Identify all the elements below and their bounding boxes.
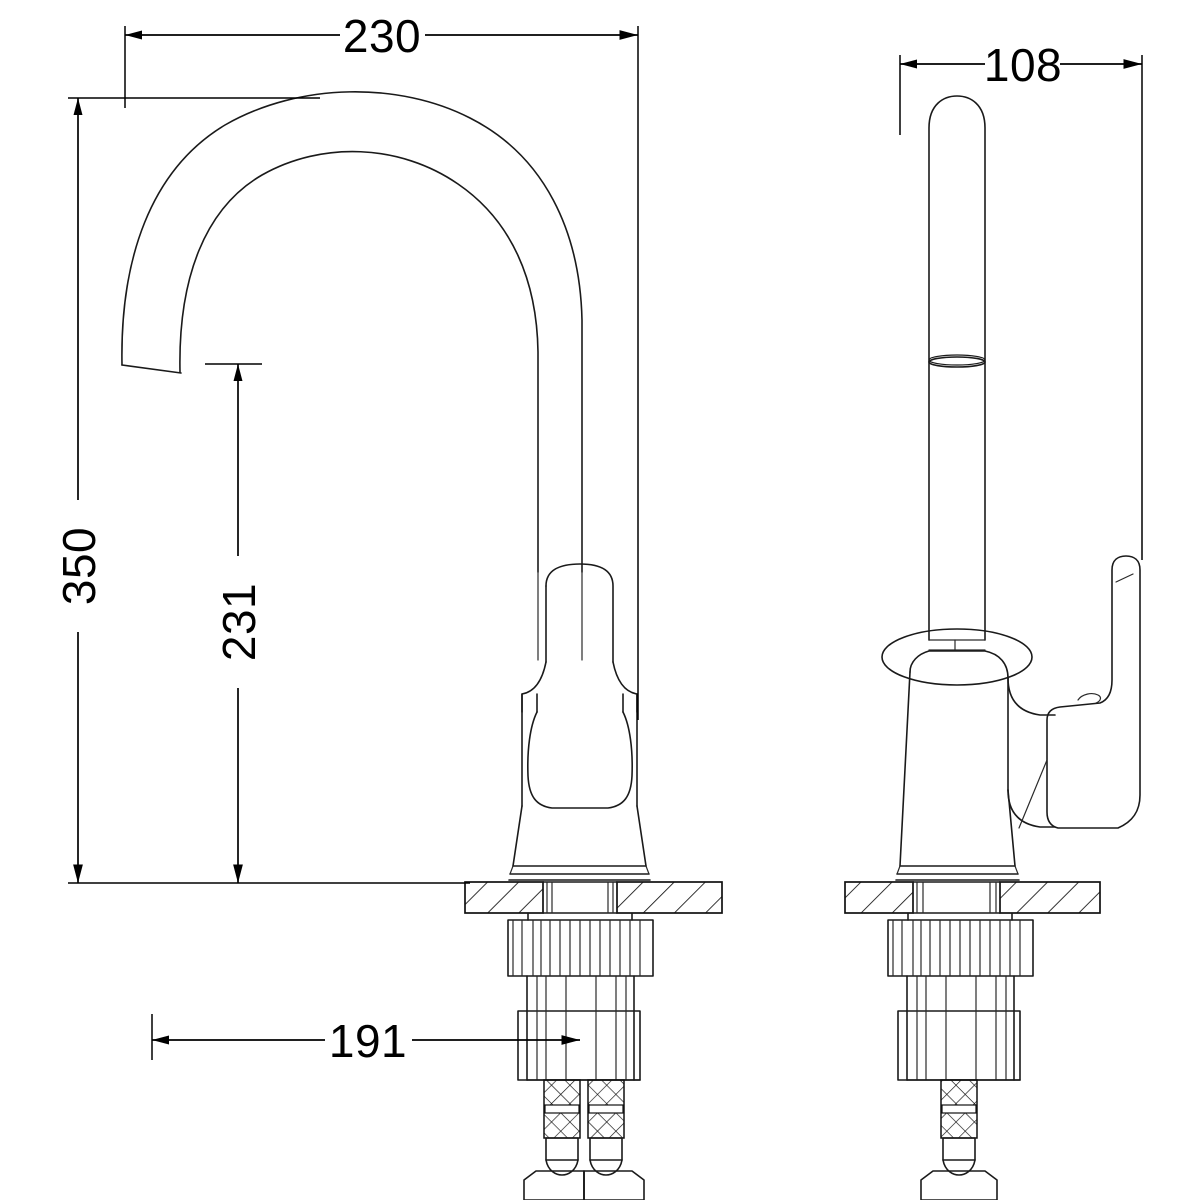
lever-handle (1018, 555, 1141, 829)
faucet-body-column (508, 563, 651, 881)
supply-hose-hex-nuts (523, 1170, 645, 1200)
gooseneck-spout-arc (121, 91, 583, 573)
dimension-annotations: 230 108 350 231 (53, 10, 1143, 1067)
dimension-label-191: 191 (329, 1015, 407, 1067)
braided-supply-hoses (543, 1079, 625, 1176)
spout-reach-dimension: 230 (124, 10, 639, 720)
dimension-label-230: 230 (343, 10, 421, 62)
overall-height-dimension: 350 (53, 97, 470, 884)
countertop-section (844, 881, 1101, 914)
knurled-mounting-nut (887, 912, 1034, 977)
dimension-label-350: 350 (53, 527, 105, 605)
spout-vertical-tube (928, 95, 986, 641)
body-swivel-ellipse (881, 628, 1033, 686)
faucet-body-column (881, 628, 1056, 881)
swivel-collar-ellipse (928, 356, 986, 368)
front-view-group (121, 91, 723, 1200)
dimension-label-108: 108 (984, 39, 1062, 91)
dimension-label-231: 231 (213, 583, 265, 661)
threaded-shank (517, 975, 641, 1081)
body-width-dimension: 108 (899, 39, 1143, 560)
spout-outlet-height-dimension: 231 (205, 363, 265, 883)
knurled-mounting-nut (507, 912, 654, 977)
countertop-section (464, 881, 723, 914)
supply-hose-hex-nut (920, 1170, 998, 1200)
threaded-shank (897, 975, 1021, 1081)
side-view-group (844, 95, 1141, 1200)
spout-projection-dimension: 191 (151, 1014, 580, 1067)
braided-supply-hose (940, 1079, 978, 1176)
